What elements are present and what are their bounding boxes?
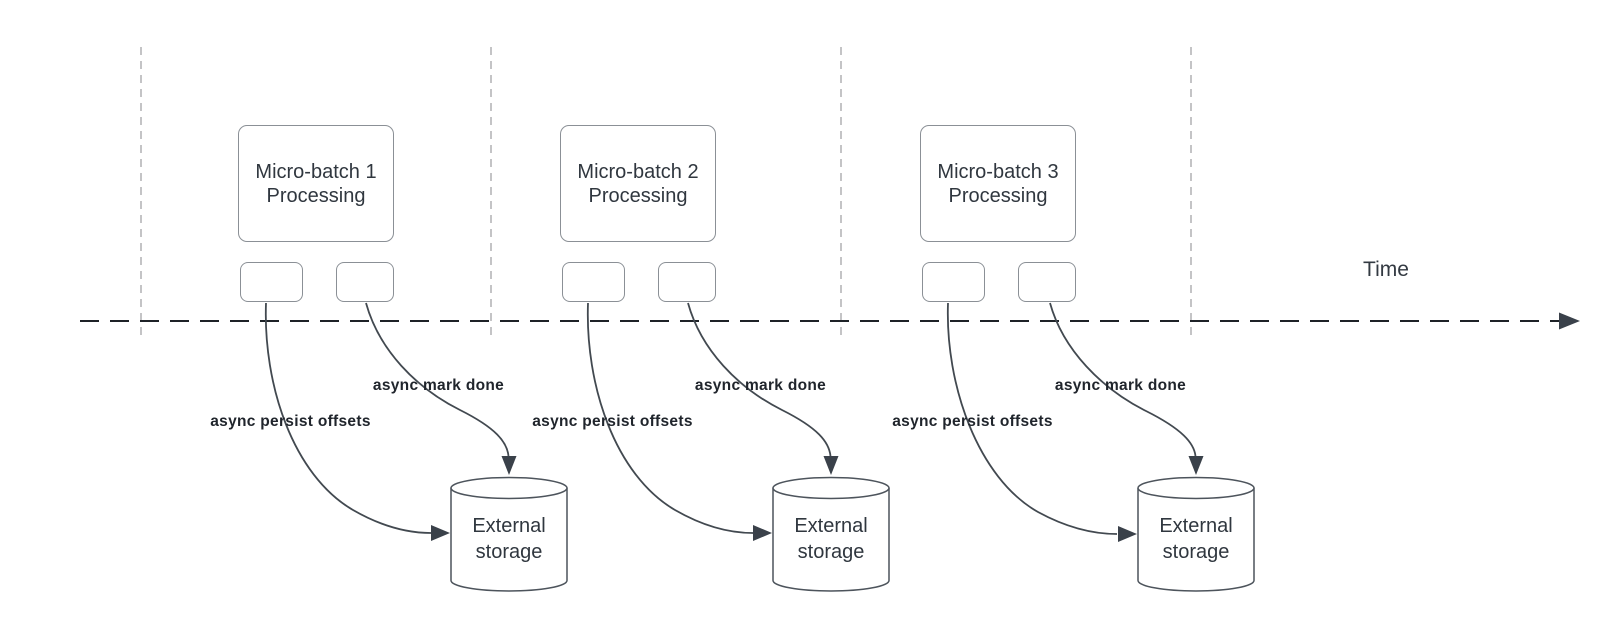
mark-done-arrow	[1049, 302, 1197, 457]
done-arrowhead-icon	[823, 456, 839, 475]
persist-offsets-arrow	[264, 302, 432, 534]
time-axis-label: Time	[1363, 258, 1409, 281]
persist-arrowhead-icon	[753, 525, 772, 541]
storage-cylinder	[1137, 476, 1255, 592]
mark-done-arrow	[365, 302, 510, 457]
done-arrowhead-icon	[501, 456, 517, 475]
persist-arrowhead-icon	[1118, 526, 1137, 542]
microbatch-2-linework	[586, 302, 890, 592]
microbatch-3-linework	[946, 302, 1255, 592]
persist-arrowhead-icon	[431, 525, 450, 541]
time-axis-arrowhead-icon	[1559, 312, 1580, 330]
microbatch-1-linework	[264, 302, 568, 592]
mark-done-arrow	[687, 302, 832, 457]
persist-offsets-arrow	[946, 302, 1118, 535]
storage-cylinder	[772, 476, 890, 592]
done-arrowhead-icon	[1188, 456, 1204, 475]
storage-cylinder	[450, 476, 568, 592]
persist-offsets-arrow	[586, 302, 754, 534]
